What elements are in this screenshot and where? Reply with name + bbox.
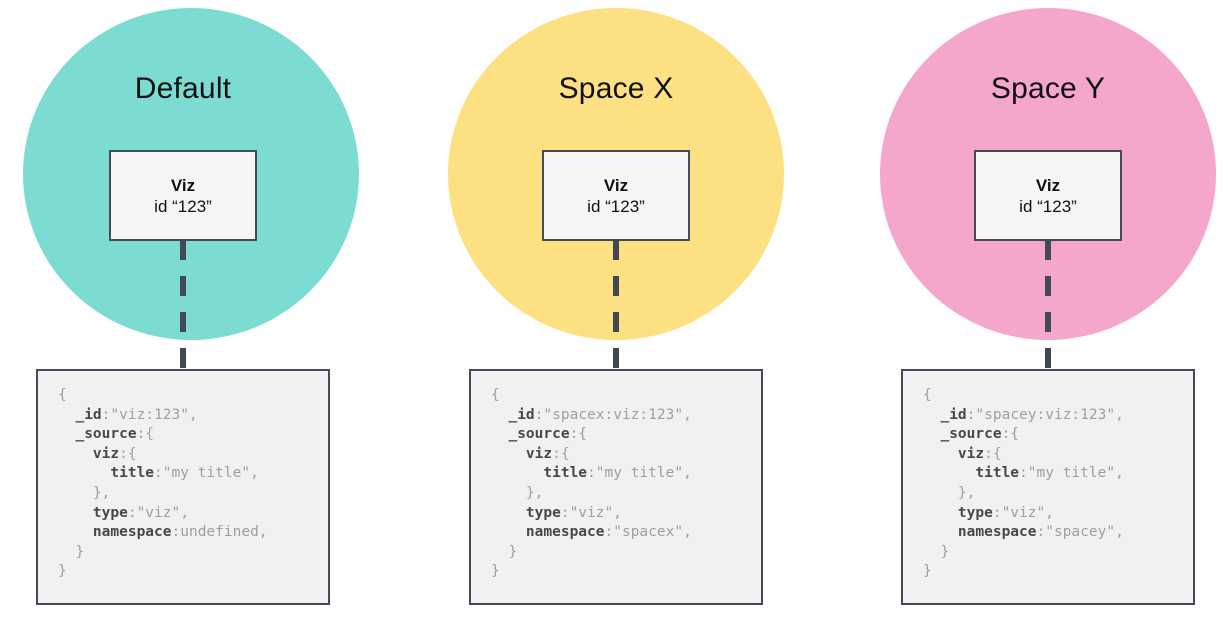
code-block: { _id:"spacey:viz:123", _source:{ viz:{ … — [923, 387, 1124, 580]
space-label-spacex: Space X — [558, 72, 674, 105]
space-column-spacey: Space Y Viz id “123” { _id:"spacey:viz:1… — [868, 0, 1228, 622]
space-column-default: Default Viz id “123” { _id:"viz:123", _s… — [3, 0, 363, 622]
saved-object-document-default: { _id:"viz:123", _source:{ viz:{ title:"… — [36, 369, 330, 605]
viz-card: Viz id “123” — [974, 150, 1122, 241]
space-label-spacey: Space Y — [990, 72, 1106, 105]
viz-card-title: Viz — [603, 175, 629, 195]
code-block: { _id:"spacex:viz:123", _source:{ viz:{ … — [491, 387, 692, 580]
viz-card-id: id “123” — [587, 196, 645, 216]
dashed-connector — [613, 240, 619, 372]
viz-card-title: Viz — [1035, 175, 1061, 195]
viz-card: Viz id “123” — [542, 150, 690, 241]
viz-card-title: Viz — [170, 175, 196, 195]
space-column-spacex: Space X Viz id “123” { _id:"spacex:viz:1… — [436, 0, 796, 622]
viz-card: Viz id “123” — [109, 150, 257, 241]
viz-card-id: id “123” — [1019, 196, 1077, 216]
dashed-connector — [180, 240, 186, 372]
code-block: { _id:"viz:123", _source:{ viz:{ title:"… — [58, 387, 268, 580]
saved-object-document-spacex: { _id:"spacex:viz:123", _source:{ viz:{ … — [469, 369, 763, 605]
saved-object-document-spacey: { _id:"spacey:viz:123", _source:{ viz:{ … — [901, 369, 1195, 605]
space-label-default: Default — [134, 72, 232, 105]
dashed-connector — [1045, 240, 1051, 372]
viz-card-id: id “123” — [154, 196, 212, 216]
